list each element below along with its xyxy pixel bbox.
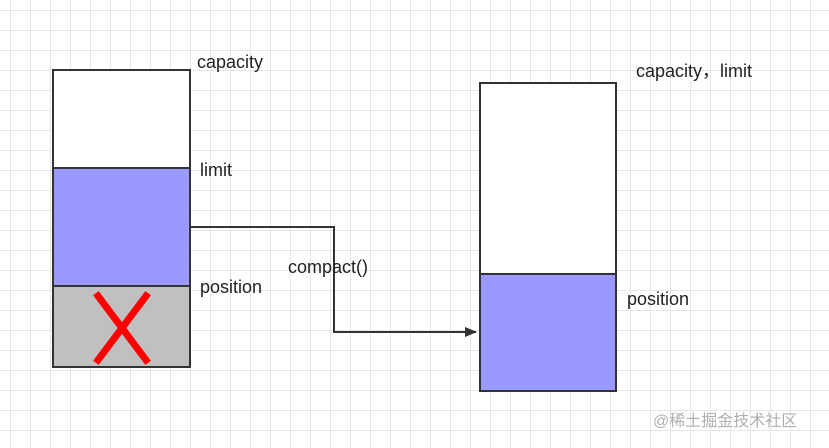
right-buffer-compacted-data xyxy=(480,274,616,391)
left-buffer-outline xyxy=(52,69,191,368)
watermark: @稀土掘金技术社区 xyxy=(653,413,798,430)
right-position-label: position xyxy=(627,289,690,309)
left-capacity-label: capacity xyxy=(197,52,264,72)
compact-arrow xyxy=(190,226,477,337)
left-buffer-remaining-data xyxy=(53,168,190,286)
left-buffer xyxy=(52,69,191,368)
left-buffer-free-region xyxy=(53,70,190,168)
right-buffer-free-region xyxy=(480,83,616,274)
right-buffer-outline xyxy=(479,82,617,392)
compact-operation-label: compact() xyxy=(288,257,369,277)
right-buffer xyxy=(479,82,617,392)
left-limit-label: limit xyxy=(200,160,232,180)
left-position-label: position xyxy=(200,277,263,297)
right-capacity-limit-label: capacity，limit xyxy=(636,61,753,81)
discard-cross-icon xyxy=(93,291,151,365)
